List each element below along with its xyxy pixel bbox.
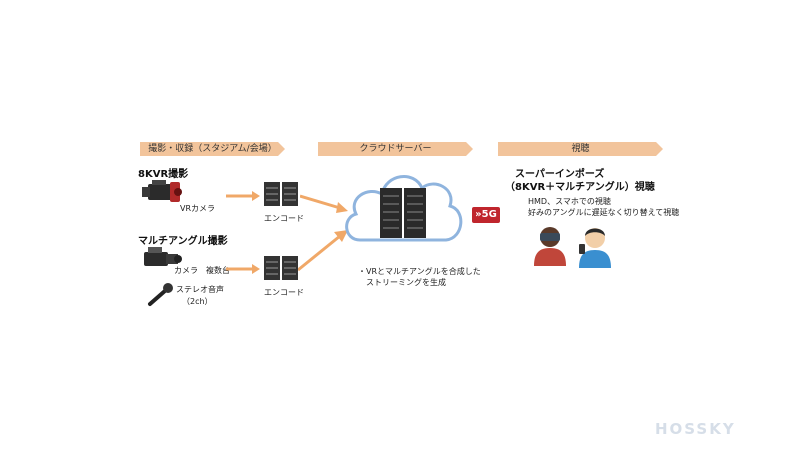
arrow-encode-top-to-cloud [300, 194, 348, 213]
stereo-label-1: ステレオ音声 [176, 285, 224, 294]
header-capture: 撮影・収録（スタジアム/会場） [140, 142, 285, 156]
header-viewing: 視聴 [498, 142, 663, 156]
smartphone-viewer-icon [579, 228, 611, 268]
cloud-server-icon [345, 175, 463, 242]
vr-camera-icon [142, 180, 182, 202]
encoder-bottom-icon [264, 256, 298, 280]
stereo-label-2: （2ch） [182, 297, 213, 306]
camera-icon [144, 247, 182, 266]
5g-badge: »5G [472, 207, 500, 223]
header-cloud: クラウドサーバー [318, 142, 473, 156]
vr-camera-label: VRカメラ [180, 204, 216, 213]
arrow-encode-bottom-to-cloud [298, 230, 348, 272]
microphone-icon [148, 283, 173, 306]
cloud-caption-1: ・VRとマルチアングルを合成した [358, 267, 481, 276]
multi-camera-label: カメラ 複数台 [174, 266, 230, 275]
viewing-desc-2: 好みのアングルに遅延なく切り替えて視聴 [528, 208, 680, 217]
viewing-title-2: （8KVR＋マルチアングル）視聴 [505, 182, 655, 193]
viewing-desc-1: HMD、スマホでの視聴 [528, 197, 611, 206]
encode-label-top: エンコード [264, 214, 304, 223]
multi-angle-title: マルチアングル撮影 [138, 236, 228, 247]
arrow-multi-to-encode [226, 264, 260, 274]
encode-label-bottom: エンコード [264, 288, 304, 297]
encoder-top-icon [264, 182, 298, 206]
hmd-viewer-icon [534, 227, 566, 266]
viewing-title-1: スーパーインポーズ [515, 169, 605, 180]
vr-capture-title: 8KVR撮影 [138, 169, 189, 180]
cloud-caption-2: ストリーミングを生成 [366, 278, 446, 287]
watermark-logo: HOSSKY [655, 420, 736, 438]
arrow-vr-to-encode [226, 191, 260, 201]
